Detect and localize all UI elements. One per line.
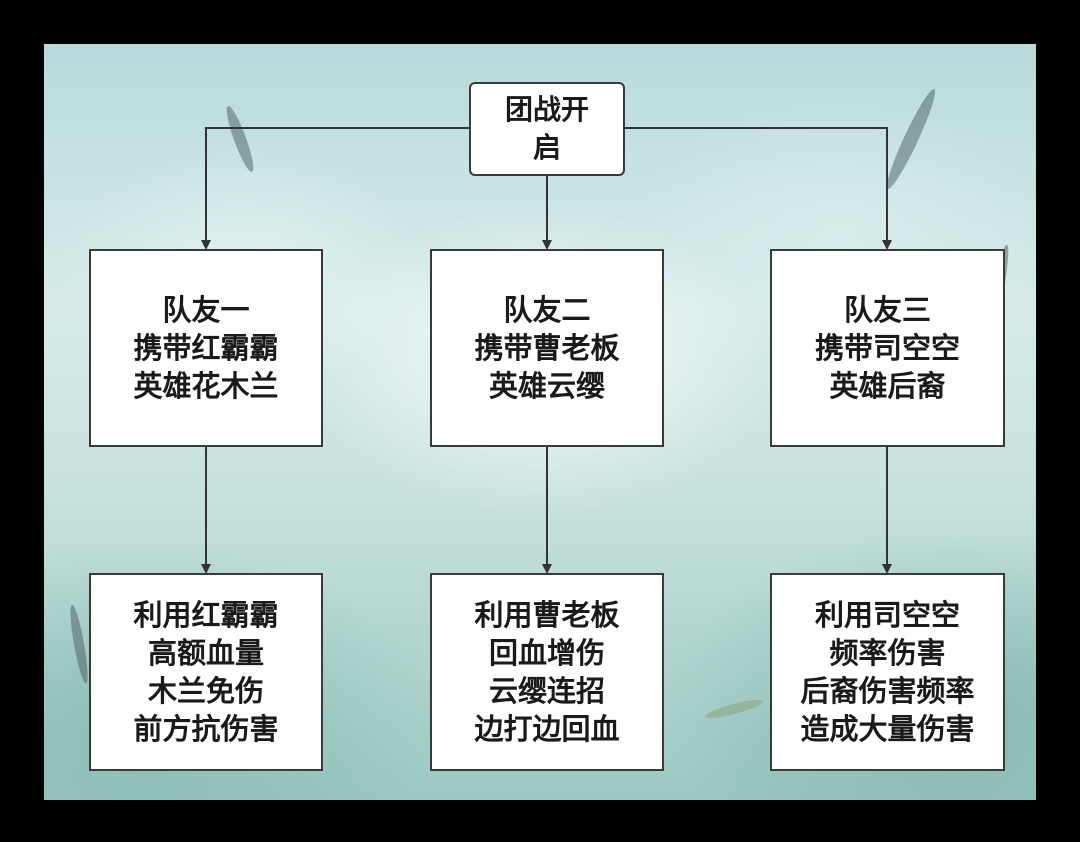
node-text-line: 利用曹老板 [474,598,620,632]
node-text-line: 英雄云缨 [488,369,605,403]
node-text-line: 携带司空空 [814,331,960,365]
node-text-line: 英雄后裔 [829,369,946,403]
node-text-line: 携带红霸霸 [133,331,279,365]
team-fight-start-node: 团战开 启 [469,82,625,176]
node-text-line: 云缨连招 [488,674,605,708]
teammate-2-node: 队友二 携带曹老板 英雄云缨 [430,249,664,447]
teammate-2-strategy-node: 利用曹老板 回血增伤 云缨连招 边打边回血 [430,573,664,771]
teammate-3-node: 队友三 携带司空空 英雄后裔 [770,249,1005,447]
node-text-line: 边打边回血 [474,712,620,746]
arrow-root-to-teammate-1 [201,127,469,250]
node-text-line: 英雄花木兰 [133,369,279,403]
node-text-line: 队友三 [843,293,931,327]
node-text-line: 前方抗伤害 [133,712,279,746]
teammate-1-strategy-node: 利用红霸霸 高额血量 木兰免伤 前方抗伤害 [89,573,323,771]
teammate-3-strategy-node: 利用司空空 频率伤害 后裔伤害频率 造成大量伤害 [770,573,1005,771]
node-text-line: 高额血量 [147,636,264,670]
node-text-line: 队友二 [503,293,591,327]
node-text-line: 队友一 [162,293,250,327]
node-text-line: 造成大量伤害 [800,712,975,746]
node-text-line: 携带曹老板 [474,331,620,365]
node-text-line: 利用司空空 [814,598,960,632]
node-text-line: 启 [532,131,561,164]
node-text-line: 回血增伤 [488,636,605,670]
teammate-1-node: 队友一 携带红霸霸 英雄花木兰 [89,249,323,447]
node-text-line: 后裔伤害频率 [800,674,975,708]
arrow-root-to-teammate-3 [625,127,892,250]
node-text-line: 团战开 [504,93,589,126]
node-text-line: 利用红霸霸 [133,598,279,632]
node-text-line: 木兰免伤 [147,674,264,708]
node-text-line: 频率伤害 [829,636,946,670]
